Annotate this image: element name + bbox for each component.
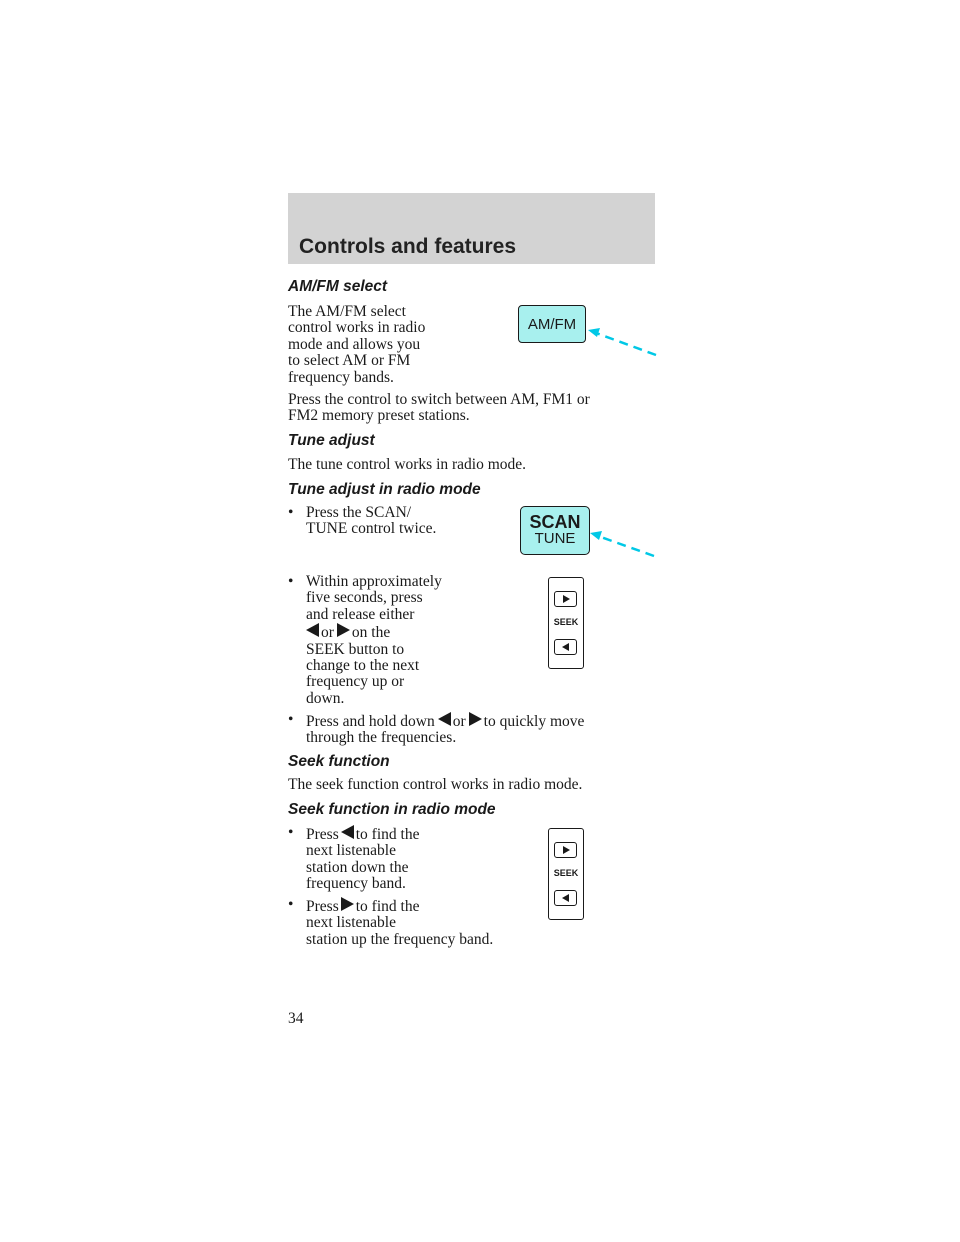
bullet-dot: •: [288, 573, 294, 590]
seek-up-arrow-icon: [336, 623, 350, 638]
bullet-dot: •: [288, 504, 294, 521]
bullet-dot: •: [288, 711, 294, 728]
seek-down-key: [554, 890, 577, 906]
section-heading-seek-radio-mode: Seek function in radio mode: [288, 801, 496, 818]
seek-up-arrow-icon: [563, 595, 570, 603]
header-band: Controls and features: [288, 193, 655, 264]
seek-button-illustration: SEEK: [548, 577, 584, 669]
seek-down-arrow-icon: [437, 712, 451, 726]
bullet-dot: •: [288, 896, 294, 913]
seek-up-key: [554, 842, 577, 858]
scan-tune-button-illustration: SCAN TUNE: [520, 506, 590, 555]
seek-down-arrow-icon: [562, 894, 569, 902]
seek-label: SEEK: [553, 868, 579, 878]
seek-down-arrow-icon: [306, 623, 319, 638]
seek-up-arrow-icon: [468, 712, 482, 726]
amfm-button-illustration: AM/FM: [518, 305, 586, 343]
seek-up-key: [554, 591, 577, 607]
seek-down-arrow-icon: [340, 825, 354, 839]
seek-up-arrow-icon: [340, 897, 354, 911]
tune-description: The tune control works in radio mode.: [288, 456, 527, 473]
bullet-dot: •: [288, 824, 294, 841]
amfm-leader-arrow: [588, 328, 657, 357]
amfm-description: The AM/FM select control works in radio …: [288, 303, 426, 386]
seek-up-arrow-icon: [563, 846, 570, 854]
scan-tune-leader-arrow: [590, 531, 655, 558]
scan-label: SCAN: [529, 512, 581, 532]
section-heading-tune-radio-mode: Tune adjust in radio mode: [288, 481, 481, 498]
page-number: 34: [288, 1010, 304, 1027]
section-heading-amfm-select: AM/FM select: [288, 278, 388, 295]
section-heading-tune-adjust: Tune adjust: [288, 432, 375, 449]
seek-description: The seek function control works in radio…: [288, 776, 583, 793]
seek-down-arrow-icon: [562, 643, 569, 651]
seek-label: SEEK: [553, 617, 579, 627]
seek-button-illustration-2: SEEK: [548, 828, 584, 920]
amfm-preset-description: Press the control to switch between AM, …: [288, 391, 590, 425]
seek-down-key: [554, 639, 577, 655]
section-heading-seek-function: Seek function: [288, 753, 390, 770]
tune-label: TUNE: [534, 530, 576, 547]
page-title: Controls and features: [299, 235, 517, 258]
